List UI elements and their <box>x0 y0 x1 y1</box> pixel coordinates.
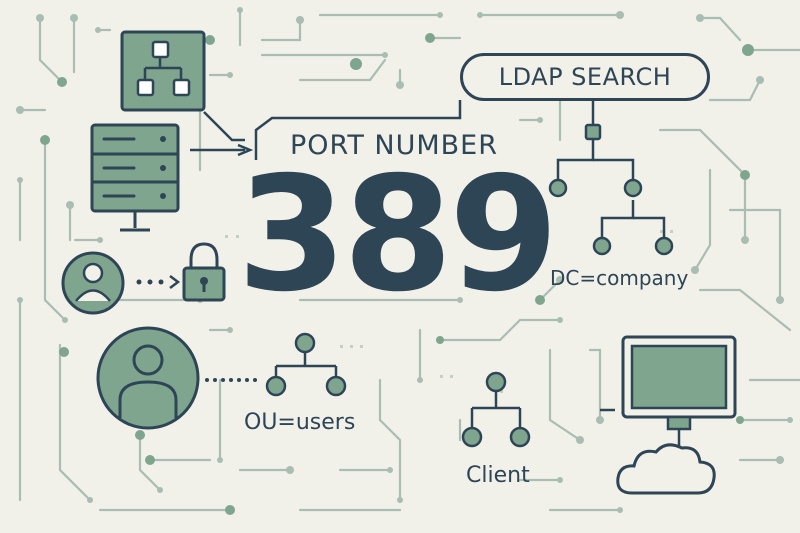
large-user-avatar-icon <box>96 326 200 430</box>
circuit-traces <box>18 8 800 512</box>
ldap-connectors <box>556 101 666 238</box>
cloud-icon <box>616 443 716 495</box>
directory-tree-icon <box>120 30 206 112</box>
user-avatar-icon <box>61 251 125 315</box>
ldap-search-box: LDAP SEARCH <box>460 53 710 101</box>
client-tree-icon <box>461 371 531 448</box>
ou-tree-icon <box>265 332 347 397</box>
padlock-icon <box>182 242 226 302</box>
server-connector <box>190 100 462 160</box>
circuit-green-dots <box>40 33 754 515</box>
monitor-icon <box>600 335 737 446</box>
server-icon <box>90 123 180 232</box>
client-label: Client <box>466 463 530 488</box>
ldap-tree-icon <box>548 123 674 256</box>
port-number-value: 389 <box>237 143 559 327</box>
port-number-label: PORT NUMBER <box>290 130 499 161</box>
avatar-to-lock-arrow <box>136 275 181 289</box>
circuit-dots <box>16 7 793 513</box>
ou-label: OU=users <box>244 410 356 435</box>
avatar-to-ou-dots <box>205 378 257 382</box>
dc-label: DC=company <box>550 266 689 290</box>
